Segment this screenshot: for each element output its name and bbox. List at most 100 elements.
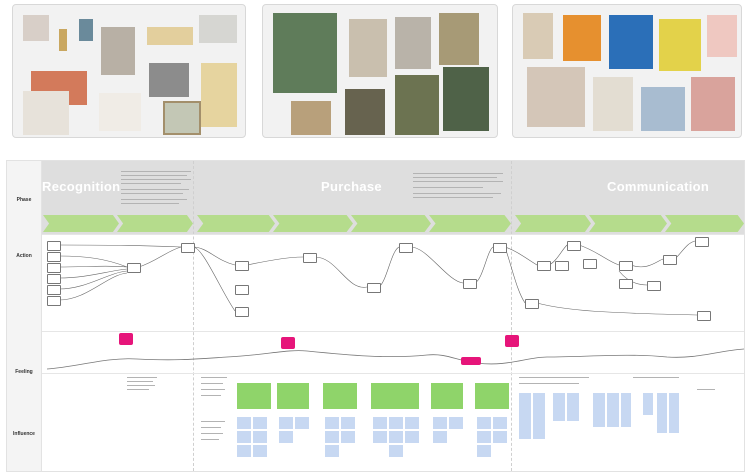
action-node[interactable] [537,261,551,271]
photo-lying-model [527,67,585,127]
sticky-note-blue[interactable] [533,393,545,439]
sticky-note-blue[interactable] [493,417,507,429]
action-node[interactable] [367,283,381,293]
sticky-note-blue[interactable] [279,417,293,429]
insight-note-green[interactable] [431,383,463,409]
moodboard-portraits[interactable] [512,4,742,138]
photo-man-pink [691,77,735,131]
sticky-note-blue[interactable] [477,431,491,443]
phase-title-communication: Communication [607,179,710,194]
sticky-note-blue[interactable] [237,431,251,443]
sticky-note-blue[interactable] [449,417,463,429]
photo-textiles [101,27,135,75]
sticky-note-blue[interactable] [341,417,355,429]
action-node[interactable] [619,261,633,271]
photo-stacked-colors [79,19,93,41]
sticky-note-blue[interactable] [325,431,339,443]
action-node[interactable] [47,274,61,284]
action-node[interactable] [697,311,711,321]
sticky-note-blue[interactable] [621,393,631,427]
sticky-note-blue[interactable] [389,431,403,443]
action-node[interactable] [47,252,61,262]
sticky-note-blue[interactable] [253,431,267,443]
sticky-note-blue[interactable] [607,393,619,427]
photo-bread [147,27,193,45]
row-label-feeling: Feeling [15,369,33,375]
sticky-note-blue[interactable] [553,393,565,421]
action-node[interactable] [47,263,61,273]
photo-bottle [59,29,67,51]
sticky-note-blue[interactable] [493,431,507,443]
sticky-note-blue[interactable] [389,417,403,429]
row-separator [41,234,744,235]
action-node[interactable] [47,241,61,251]
sticky-note-blue[interactable] [237,445,251,457]
action-node[interactable] [567,241,581,251]
sticky-note-blue[interactable] [433,431,447,443]
step-chevron [429,215,511,232]
insight-note-green[interactable] [475,383,509,409]
step-chevron [589,215,667,232]
row-label-phase: Phase [16,197,32,203]
row-separator [41,331,744,332]
sticky-note-blue[interactable] [325,417,339,429]
row-label-influence: Influence [13,431,35,437]
sticky-note-blue[interactable] [433,417,447,429]
sticky-note-blue[interactable] [295,417,309,429]
insight-note-green[interactable] [323,383,357,409]
sticky-note-blue[interactable] [519,393,531,439]
action-node[interactable] [695,237,709,247]
sticky-note-blue[interactable] [325,445,339,457]
action-node[interactable] [127,263,141,273]
action-node[interactable] [399,243,413,253]
sticky-note-blue[interactable] [279,431,293,443]
action-node[interactable] [303,253,317,263]
sticky-note-blue[interactable] [253,445,267,457]
action-node[interactable] [47,296,61,306]
action-node[interactable] [235,307,249,317]
action-node[interactable] [235,261,249,271]
action-node[interactable] [493,243,507,253]
sticky-note-blue[interactable] [373,431,387,443]
photo-model-cream [523,13,553,59]
pain-point-marker[interactable] [505,335,519,347]
pain-point-marker[interactable] [281,337,295,349]
phase-title-recognition: Recognition [42,179,121,194]
action-node[interactable] [181,243,195,253]
sticky-note-blue[interactable] [477,445,491,457]
sticky-note-blue[interactable] [593,393,605,427]
action-node[interactable] [619,279,633,289]
action-node[interactable] [525,299,539,309]
action-node[interactable] [663,255,677,265]
sticky-note-blue[interactable] [373,417,387,429]
sticky-note-blue[interactable] [253,417,267,429]
moodboard-nature-fashion[interactable] [262,4,498,138]
action-node[interactable] [463,279,477,289]
insight-note-green[interactable] [371,383,419,409]
action-node[interactable] [235,285,249,295]
sticky-note-blue[interactable] [669,393,679,433]
insight-note-green[interactable] [277,383,309,409]
pain-point-marker[interactable] [461,357,481,365]
action-node[interactable] [555,261,569,271]
action-node[interactable] [583,259,597,269]
sticky-note-blue[interactable] [341,431,355,443]
sticky-note-blue[interactable] [405,431,419,443]
action-node[interactable] [647,281,661,291]
sticky-note-blue[interactable] [477,417,491,429]
customer-journey-map: Recognition Purchase Communication Phase… [6,160,745,472]
photo-conservatory [443,67,489,131]
action-node[interactable] [47,285,61,295]
moodboard-still-life[interactable] [12,4,246,138]
sticky-note-blue[interactable] [237,417,251,429]
sticky-note-blue[interactable] [567,393,579,421]
photo-hanging-clothes [201,63,237,127]
sticky-note-blue[interactable] [389,445,403,457]
pain-point-marker[interactable] [119,333,133,345]
sticky-note-blue[interactable] [405,417,419,429]
phase-divider [193,161,194,471]
insight-note-green[interactable] [237,383,271,409]
sticky-note-blue[interactable] [643,393,653,415]
sticky-note-blue[interactable] [657,393,667,433]
photo-hills [395,75,439,135]
